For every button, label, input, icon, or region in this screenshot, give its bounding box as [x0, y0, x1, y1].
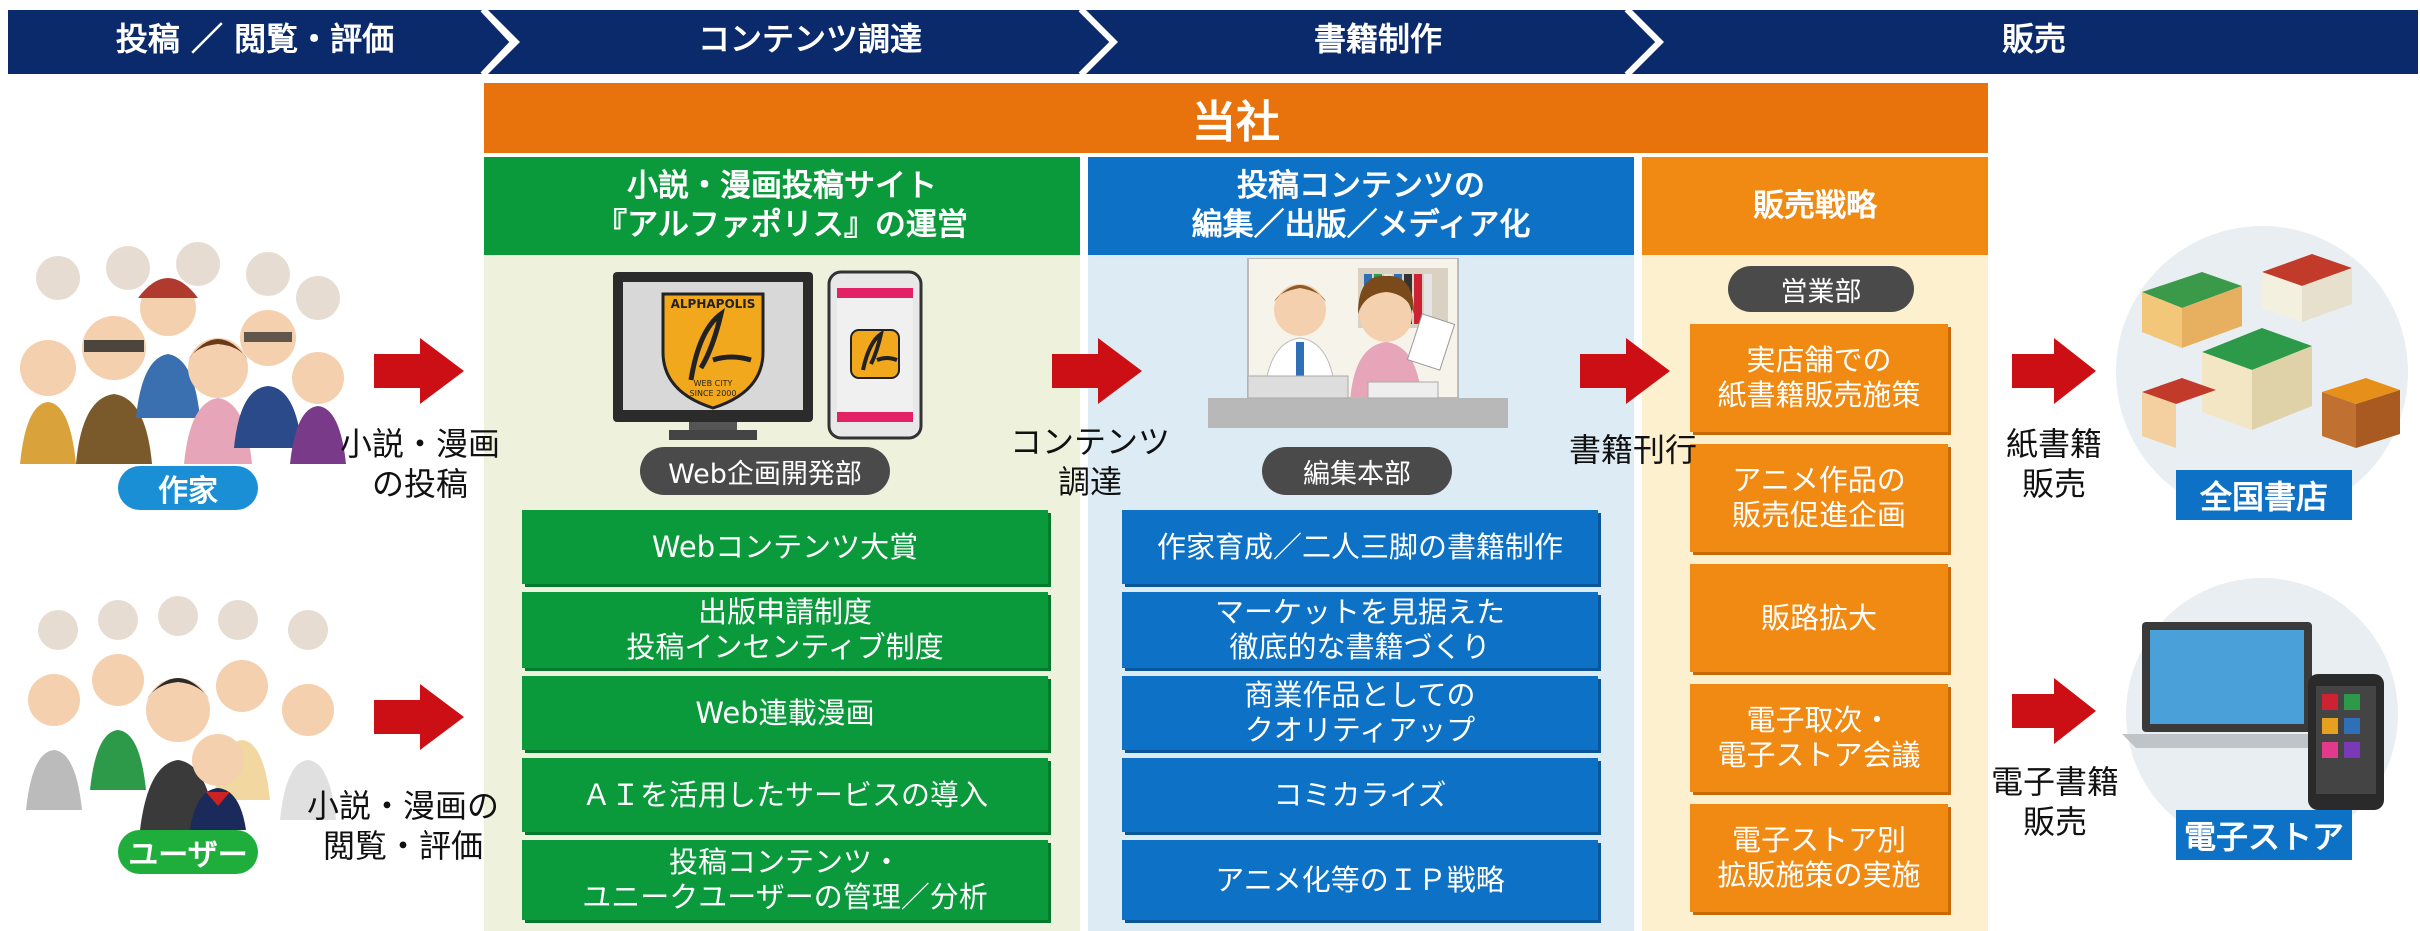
- sales-column-header: 販売戦略: [1642, 157, 1988, 255]
- estore-badge: 電子ストア: [2176, 810, 2352, 860]
- user-badge: ユーザー: [118, 830, 258, 874]
- editorial-dept-pill: 編集本部: [1262, 447, 1452, 495]
- alphapolis-devices-illustration: ALPHAPOLIS WEB CITY SINCE 2000: [613, 270, 923, 440]
- alphapolis-item-1: Webコンテンツ大賞: [522, 510, 1048, 584]
- alphapolis-title-line1: 小説・漫画投稿サイト: [627, 168, 937, 205]
- process-header: [8, 8, 2418, 76]
- authors-crowd-illustration: [20, 242, 346, 464]
- paper-sales-label: 紙書籍 販売: [2005, 425, 2102, 503]
- smartphone-icon: [2308, 674, 2384, 810]
- post-label: 小説・漫画 の投稿: [339, 425, 500, 503]
- store-building-icon: [2142, 254, 2400, 448]
- web-dev-dept-pill: Web企画開発部: [640, 447, 890, 495]
- company-bar: 当社: [484, 83, 1988, 153]
- sales-item-1: 実店舗での 紙書籍販売施策: [1690, 324, 1948, 432]
- alphapolis-item-5: 投稿コンテンツ・ ユニークユーザーの管理／分析: [522, 840, 1048, 920]
- post-arrow-icon: [374, 338, 464, 404]
- alphapolis-title-line2: 『アルファポリス』の運営: [596, 207, 968, 243]
- alphapolis-item-2: 出版申請制度 投稿インセンティブ制度: [522, 592, 1048, 668]
- ebook-sales-label: 電子書籍 販売: [1990, 763, 2119, 841]
- editor-male-icon: [1274, 284, 1326, 336]
- estore-illustration: [2122, 578, 2398, 850]
- sales-item-5: 電子ストア別 拡販施策の実施: [1690, 804, 1948, 912]
- stage-label-procure: コンテンツ調達: [697, 20, 922, 58]
- stage-label-sales: 販売: [2001, 20, 2066, 58]
- view-arrow-icon: [374, 684, 464, 750]
- stage-chevron-produce: [1086, 10, 1658, 74]
- alphapolis-logo-icon: [661, 292, 765, 410]
- stage-chevron-sales: [1632, 10, 2418, 74]
- editors-illustration: [1208, 258, 1508, 428]
- editorial-item-5: アニメ化等のＩＰ戦略: [1122, 840, 1598, 920]
- sales-item-2: アニメ作品の 販売促進企画: [1690, 444, 1948, 552]
- sales-title: 販売戦略: [1753, 187, 1877, 224]
- view-label: 小説・漫画の 閲覧・評価: [306, 787, 499, 865]
- editorial-title-line2: 編集／出版／メディア化: [1191, 207, 1531, 243]
- procure-label: コンテンツ 調達: [1009, 423, 1170, 501]
- svg-text:SINCE 2000: SINCE 2000: [690, 389, 737, 398]
- stage-chevron-procure: [488, 10, 1112, 74]
- laptop-icon: [2122, 622, 2332, 748]
- stage-label-produce: 書籍制作: [1313, 20, 1442, 58]
- publish-label: 書籍刊行: [1568, 431, 1697, 469]
- editor-female-icon: [1360, 290, 1412, 342]
- bookstores-illustration: [2116, 226, 2408, 518]
- editorial-item-3: 商業作品としての クオリティアップ: [1122, 676, 1598, 750]
- publish-arrow-icon: [1580, 338, 1670, 404]
- author-badge: 作家: [118, 466, 258, 510]
- stage-label-post: 投稿 ／ 閲覧・評価: [115, 20, 395, 58]
- alphapolis-item-3: Web連載漫画: [522, 676, 1048, 750]
- logo-text: ALPHAPOLIS: [671, 297, 756, 311]
- sales-item-4: 電子取次・ 電子ストア会議: [1690, 684, 1948, 792]
- paper-sales-arrow-icon: [2012, 338, 2096, 404]
- procure-arrow-icon: [1052, 338, 1142, 404]
- editorial-item-2: マーケットを見据えた 徹底的な書籍づくり: [1122, 592, 1598, 668]
- ebook-sales-arrow-icon: [2012, 678, 2096, 744]
- sales-item-3: 販路拡大: [1690, 564, 1948, 672]
- editorial-item-4: コミカライズ: [1122, 758, 1598, 832]
- editorial-column-header: 投稿コンテンツの 編集／出版／メディア化: [1088, 157, 1634, 255]
- editorial-item-1: 作家育成／二人三脚の書籍制作: [1122, 510, 1598, 584]
- stage-chevron-post: [8, 10, 512, 74]
- editorial-title-line1: 投稿コンテンツの: [1237, 168, 1485, 205]
- alphapolis-column-header: 小説・漫画投稿サイト 『アルファポリス』の運営: [484, 157, 1080, 255]
- svg-text:WEB CITY: WEB CITY: [694, 379, 733, 388]
- users-crowd-illustration: [26, 596, 336, 830]
- alphapolis-item-4: ＡＩを活用したサービスの導入: [522, 758, 1048, 832]
- bookstore-badge: 全国書店: [2176, 470, 2352, 520]
- sales-dept-pill: 営業部: [1728, 266, 1914, 312]
